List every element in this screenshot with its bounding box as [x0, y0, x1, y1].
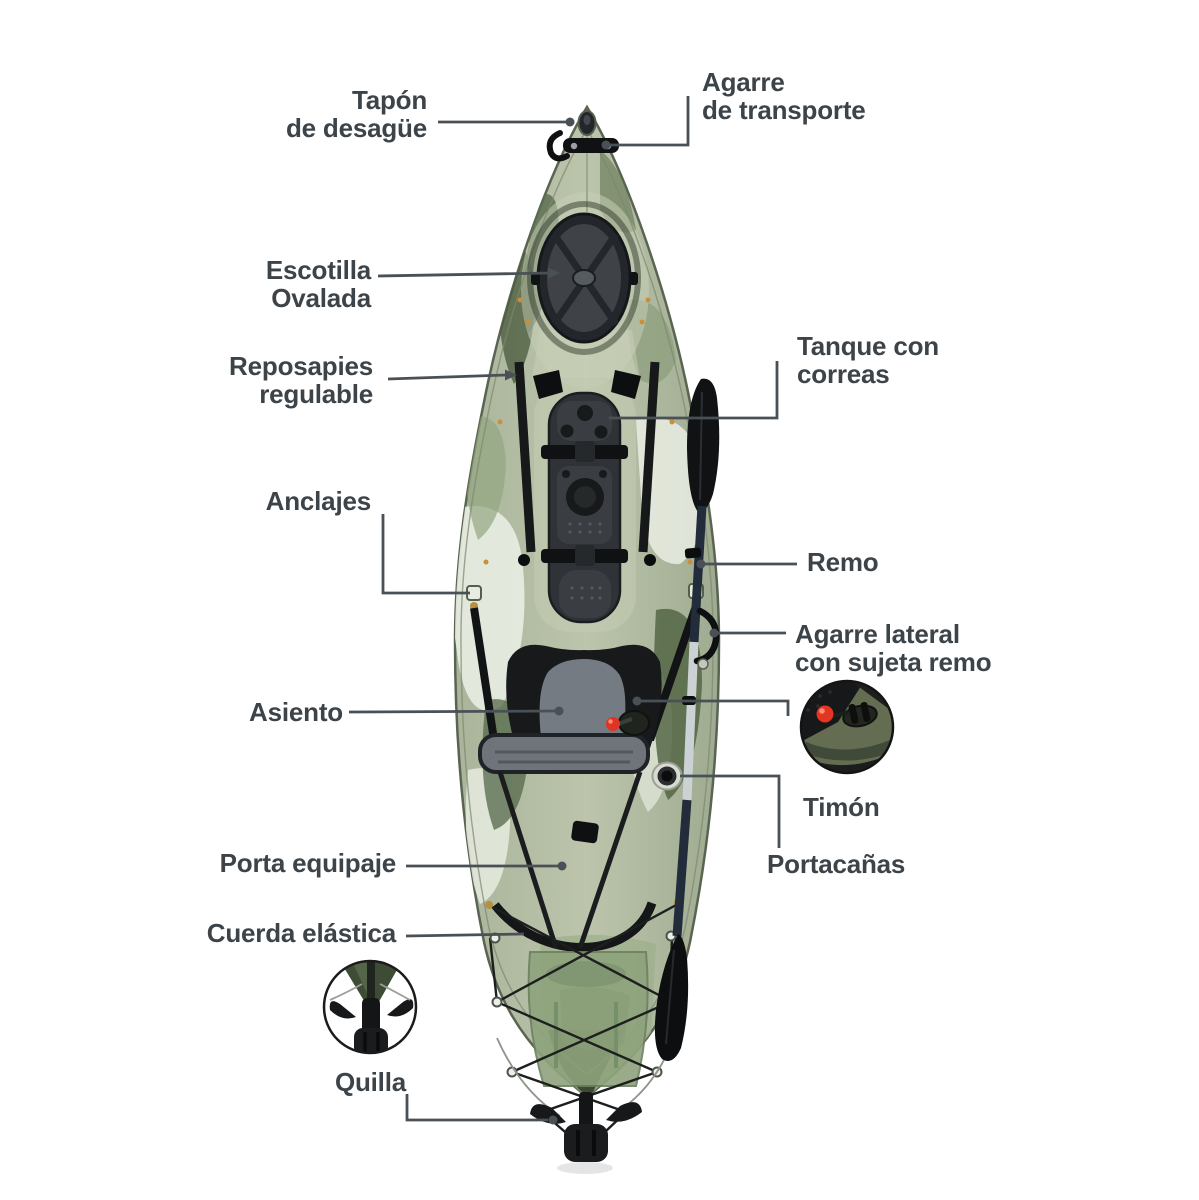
quilla-closeup-inset: [322, 959, 418, 1055]
footrest-rails: [514, 361, 660, 566]
connector-agarre-transporte: [610, 96, 690, 147]
paddle-remo: [654, 378, 720, 1061]
label-porta-equipaje: Porta equipaje: [219, 848, 397, 878]
label-anclajes: Anclajes: [265, 486, 372, 516]
connector-cuerda: [405, 932, 525, 938]
label-quilla: Quilla: [334, 1067, 406, 1097]
stern-rudder: [496, 1037, 675, 1174]
deck-rivets: [483, 297, 693, 565]
drain-plug: [577, 110, 597, 136]
connector-asiento: [348, 709, 563, 714]
connector-escotilla: [377, 271, 550, 278]
connector-anclajes: [381, 514, 470, 595]
label-timon: Timón: [803, 792, 880, 822]
oval-hatch: [527, 201, 641, 355]
side-handle: [693, 607, 720, 670]
rod-holder: [651, 761, 683, 791]
connector-quilla: [405, 1094, 548, 1122]
connector-portacanas: [680, 774, 781, 848]
connector-lines: [348, 96, 797, 1122]
label-remo: Remo: [807, 547, 879, 577]
label-cuerda-elastica: Cuerda elástica: [206, 918, 396, 948]
rudder-control: [606, 710, 650, 736]
tank-with-straps: [541, 391, 628, 624]
label-portacanas: Portacañas: [767, 849, 906, 879]
connector-timon: [640, 699, 790, 716]
connector-dots: [505, 117, 719, 1125]
connector-tanque: [609, 361, 779, 420]
timon-closeup-inset: [799, 679, 895, 775]
seat: [478, 644, 662, 952]
label-asiento: Asiento: [249, 697, 343, 727]
connector-reposapies: [387, 373, 507, 381]
